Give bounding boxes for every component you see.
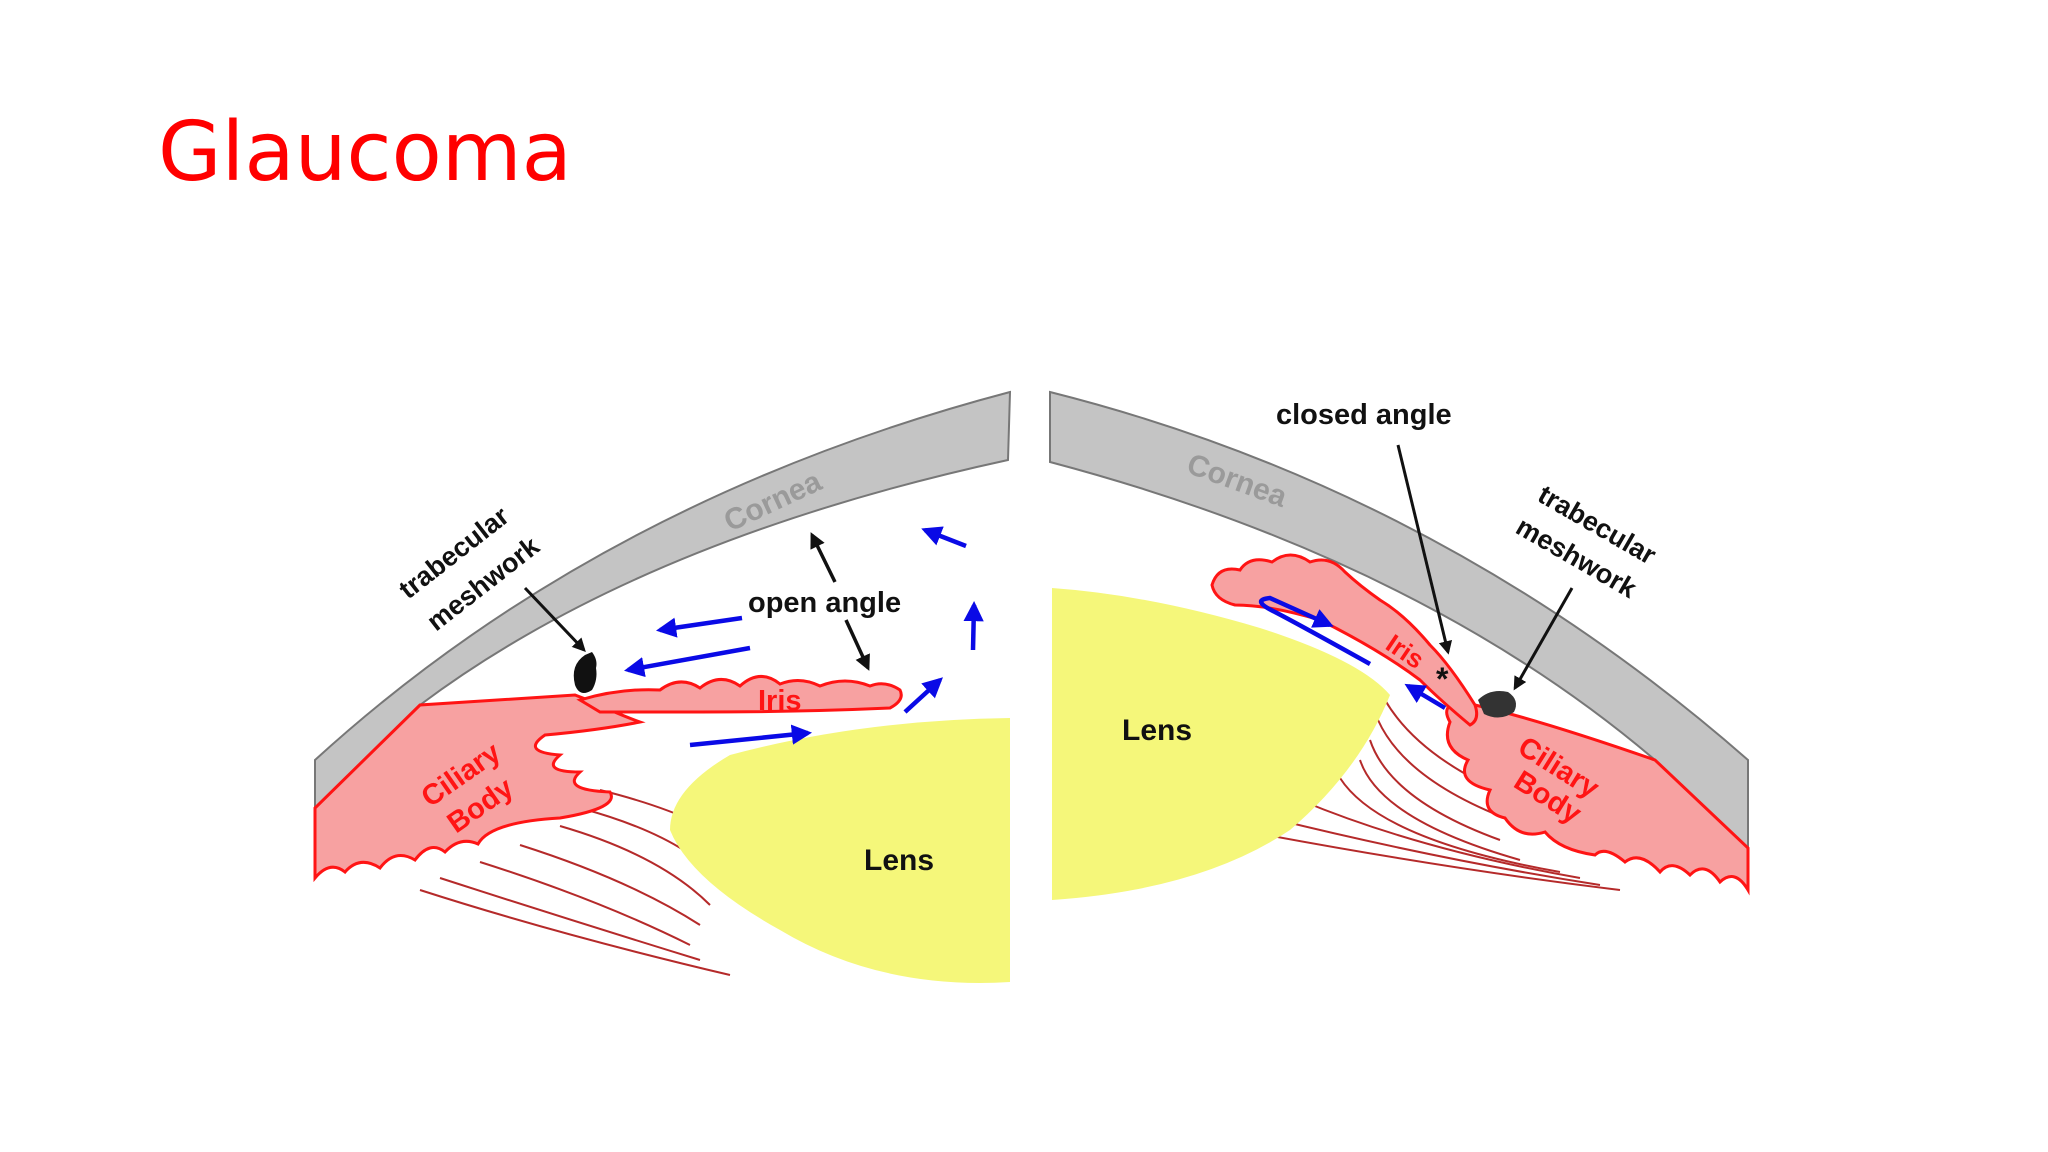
left-meshwork-pointer-arrow — [523, 586, 586, 652]
left-trabecular-meshwork — [573, 652, 597, 694]
left-open-angle-pointers — [810, 532, 870, 671]
right-meshwork-pointer-arrow — [1513, 587, 1574, 691]
left-open-angle-label: open angle — [748, 587, 901, 619]
open-angle-eye-panel: Cornea Iris Ciliary Body Lens open angle… — [313, 390, 1012, 983]
right-lens-label: Lens — [1122, 714, 1192, 747]
left-lens — [670, 718, 1010, 983]
right-cornea — [1049, 390, 1749, 851]
right-angle-marker: * — [1436, 661, 1449, 697]
left-aqueous-flow-arrows — [624, 526, 984, 748]
right-zonule-fibers — [1239, 699, 1621, 891]
closed-angle-eye-panel: * Cornea Iris Ciliary Body Lens closed a… — [1049, 390, 1750, 900]
left-zonule-fibers — [419, 789, 741, 976]
slide-title: Glaucoma — [158, 105, 572, 200]
right-lens — [1052, 588, 1390, 900]
right-aqueous-flow-arrows — [1259, 595, 1447, 710]
right-trabecular-meshwork — [1478, 691, 1516, 718]
left-iris-label: Iris — [758, 685, 802, 717]
right-closed-angle-label: closed angle — [1276, 399, 1452, 431]
left-lens-label: Lens — [864, 844, 934, 877]
right-closed-angle-pointer — [1396, 444, 1453, 655]
left-iris — [576, 675, 903, 714]
left-ciliary-body — [313, 693, 646, 883]
